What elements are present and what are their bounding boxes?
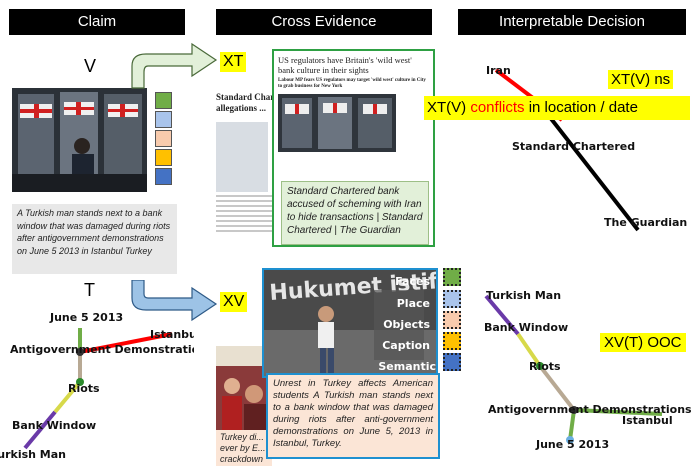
- xv-chip-faces: [443, 268, 461, 286]
- feature-caption: Caption: [382, 339, 430, 352]
- xv-chip-objects: [443, 311, 461, 329]
- feature-faces: Faces: [395, 275, 430, 288]
- decision-xt-v: XT(V) ns: [608, 70, 674, 89]
- decision-node-riots: Riots: [529, 360, 561, 373]
- chip-objects: [155, 130, 172, 147]
- conflict-suffix: in location / date: [524, 99, 638, 116]
- xv-chip-caption: [443, 332, 461, 350]
- xt-caption: Standard Chartered bank accused of schem…: [281, 181, 429, 245]
- arrow-t-to-xv: [131, 280, 218, 322]
- claim-text-graph: [23, 328, 173, 450]
- decision-node-istanbul: Istanbul: [622, 414, 673, 427]
- xv-main-photo: Hukumet istifa Faces Place Objects Capti…: [262, 268, 438, 378]
- header-claim: Claim: [9, 9, 185, 35]
- decision-node-guardian: The Guardian: [604, 216, 688, 229]
- chip-semantic: [155, 168, 172, 185]
- header-cross-evidence: Cross Evidence: [216, 9, 432, 35]
- article-back-headline: Standard Chartered ... Iran allegations …: [216, 92, 272, 113]
- claim-photo: [12, 88, 147, 192]
- xv-chip-semantic: [443, 353, 461, 371]
- conflict-prefix: XT(V): [427, 99, 471, 116]
- decision-conflict: XT(V) conflicts in location / date: [424, 96, 690, 120]
- decision-xv-t: XV(T) OOC: [600, 333, 686, 352]
- chip-place: [155, 111, 172, 128]
- node-city: Istanbul: [150, 328, 194, 341]
- article-main-headline: US regulators have Britain's 'wild west'…: [278, 55, 412, 75]
- decision-node-turkish-man: Turkish Man: [486, 289, 562, 302]
- chip-caption: [155, 149, 172, 166]
- claim-caption: A Turkish man stands next to a bank wind…: [12, 204, 177, 274]
- node-riots: Riots: [68, 382, 100, 395]
- decision-node-bank-window: Bank Window: [484, 321, 569, 334]
- xv-back-caption: Turkey di... ever by E... crackdown: [216, 430, 272, 466]
- conflict-word: conflicts: [470, 99, 525, 116]
- xv-caption: Unrest in Turkey affects American studen…: [266, 373, 440, 459]
- chip-faces: [155, 92, 172, 109]
- feature-place: Place: [396, 297, 430, 310]
- feature-semantic: Semantic: [378, 360, 436, 373]
- article-main-standfirst: Labour MP fears US regulators may target…: [278, 78, 426, 89]
- decision-node-standard-chartered: Standard Chartered: [512, 140, 636, 153]
- header-interpretable-decision: Interpretable Decision: [458, 9, 686, 35]
- node-demonstrations: Antigovernment Demonstrations: [10, 343, 194, 356]
- node-turkish-man: Turkish Man: [0, 448, 66, 461]
- decision-node-demonstrations: Antigovernment Demonstrations: [488, 403, 692, 416]
- article-back-xt: Standard Chartered ... Iran allegations …: [216, 92, 272, 272]
- arrow-v-to-xt: [131, 42, 218, 89]
- xt-tag: XT: [220, 52, 247, 72]
- node-bank-window: Bank Window: [12, 419, 97, 432]
- article-back-photo: [216, 122, 268, 192]
- xv-chip-place: [443, 290, 461, 308]
- decision-node-date: June 5 2013: [536, 438, 610, 451]
- decision-graph-bottom: [484, 294, 663, 444]
- feature-objects: Objects: [383, 318, 430, 331]
- decision-node-iran: Iran: [486, 64, 511, 77]
- v-label: V: [84, 56, 97, 76]
- t-label: T: [84, 280, 95, 300]
- node-date: June 5 2013: [50, 311, 124, 324]
- article-main-photo: [278, 94, 396, 152]
- xv-tag: XV: [220, 292, 248, 312]
